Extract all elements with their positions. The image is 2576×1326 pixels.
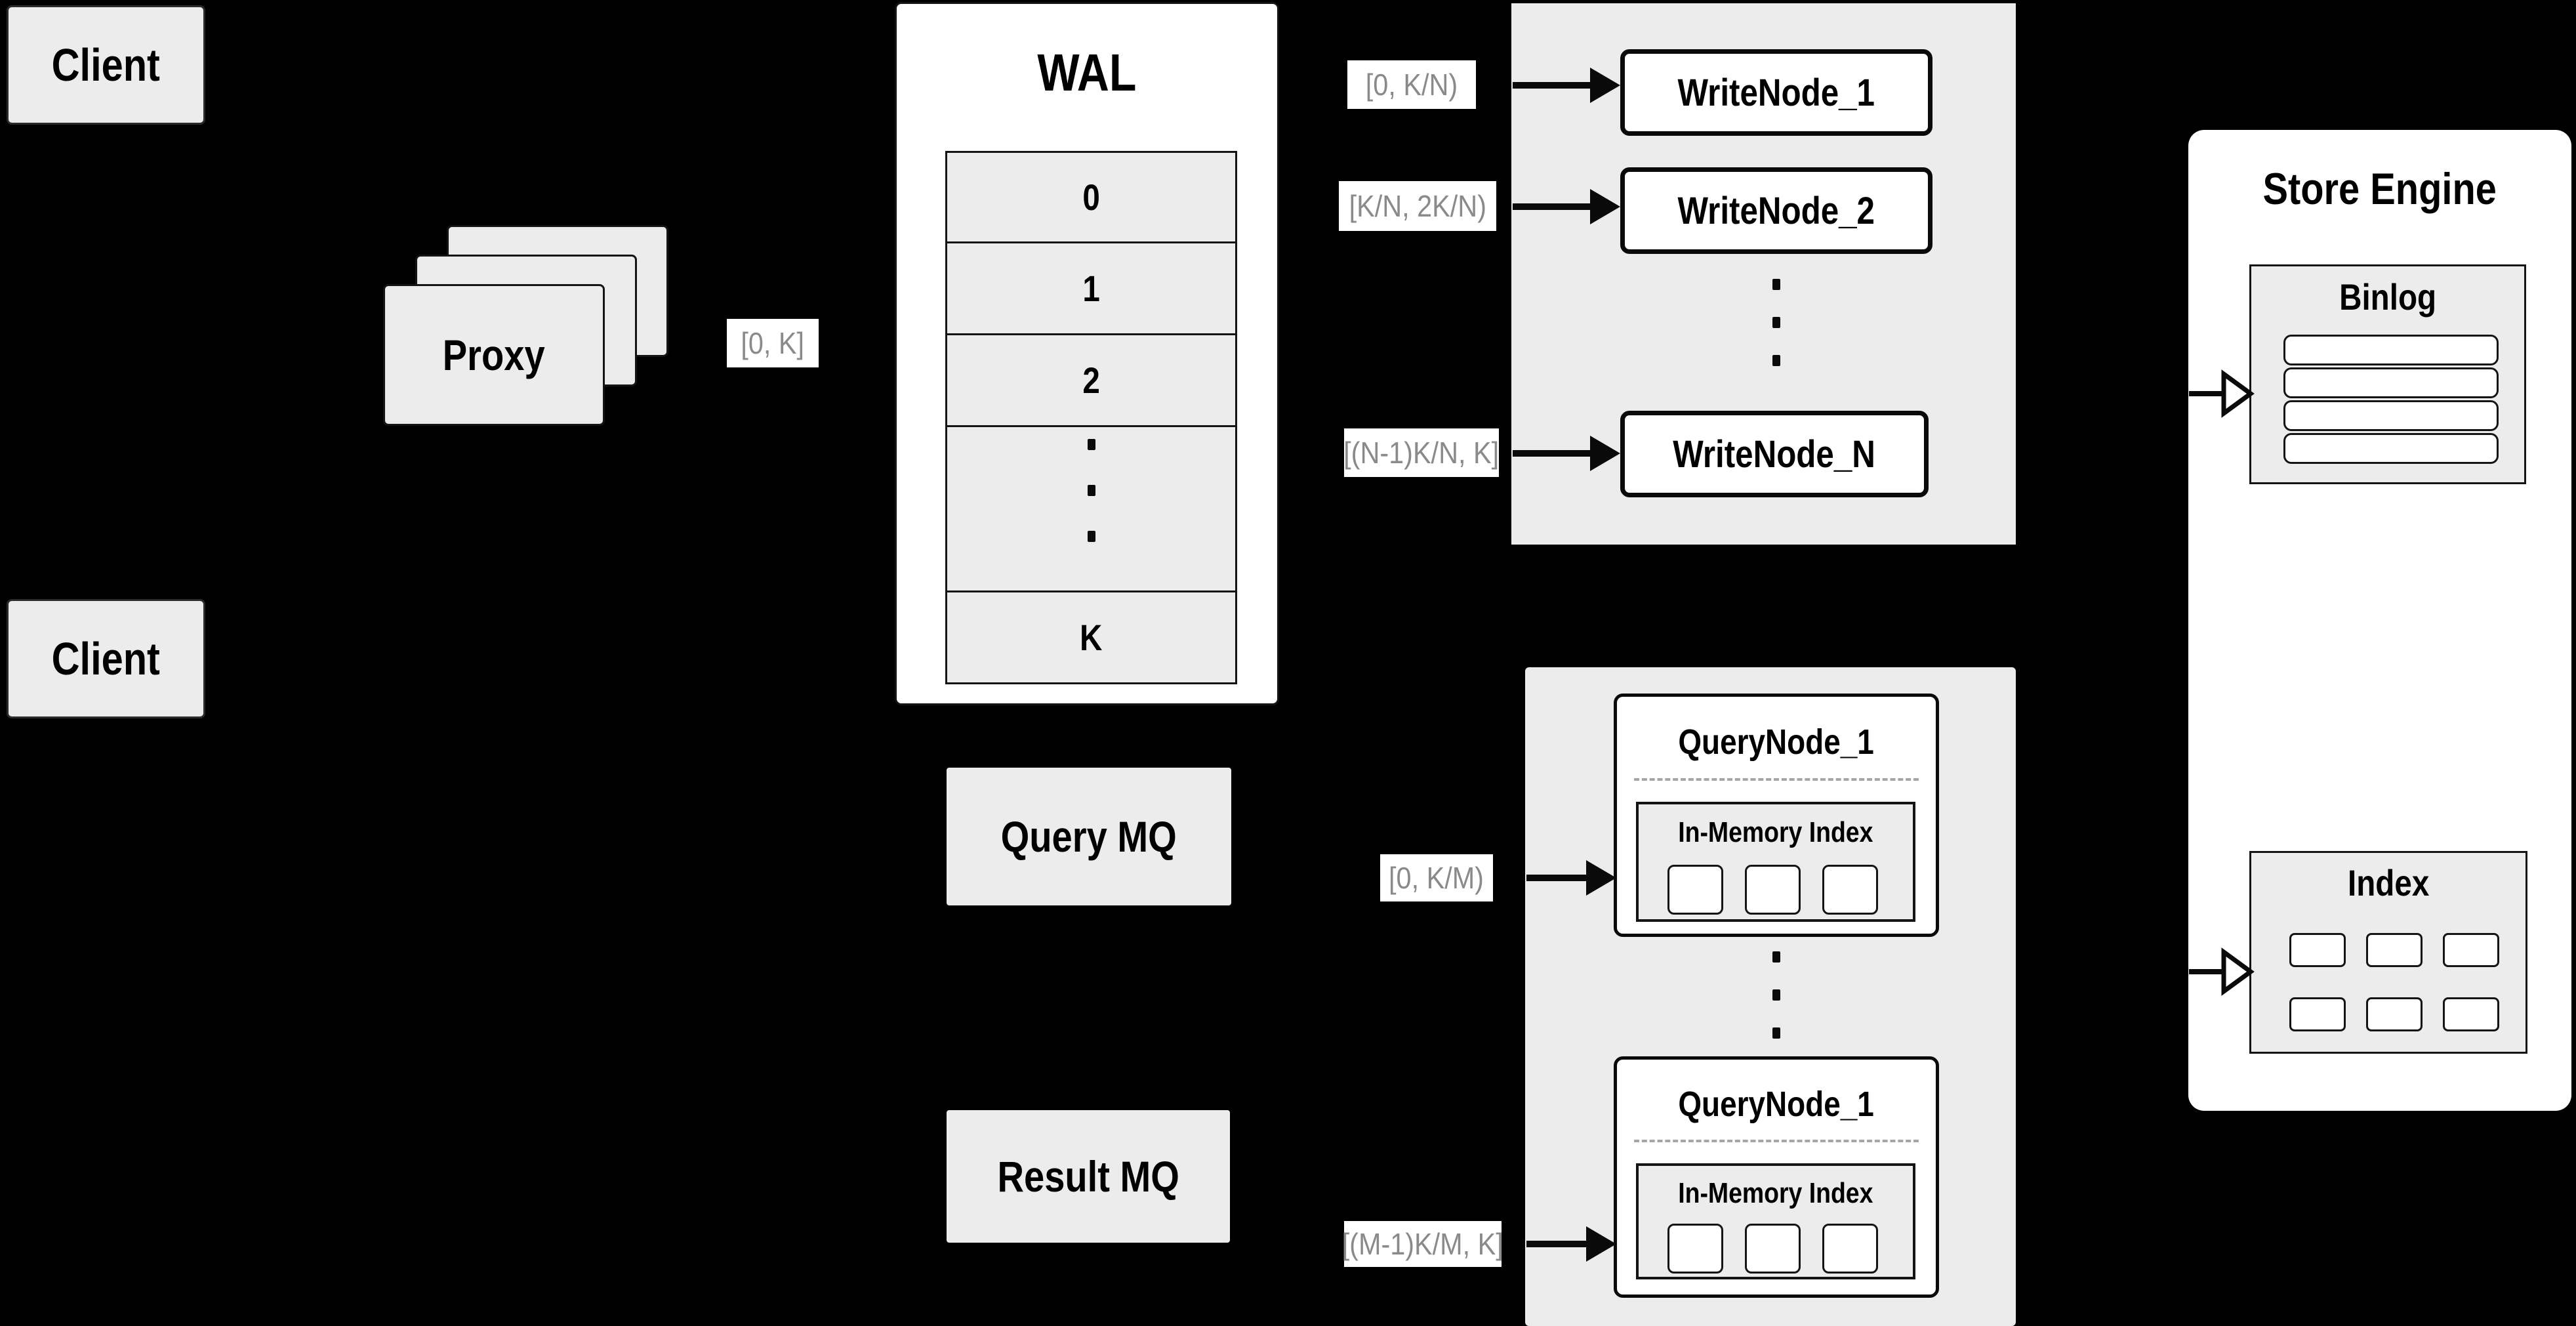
binlog-title: Binlog xyxy=(2339,276,2437,318)
index-box: Index xyxy=(2249,851,2527,1054)
range-label-query-top: [0, K/M) xyxy=(1380,854,1493,901)
query-node-bottom-box: QueryNode_1 In-Memory Index xyxy=(1614,1056,1939,1298)
client-top-label: Client xyxy=(51,39,161,91)
binlog-segment-row xyxy=(2283,400,2499,431)
query-mq-box: Query MQ xyxy=(947,768,1231,905)
in-memory-index-bottom: In-Memory Index xyxy=(1636,1163,1915,1279)
write-group-vertical-ellipsis xyxy=(1772,279,1780,371)
client-box-bottom: Client xyxy=(7,599,205,718)
in-memory-index-top: In-Memory Index xyxy=(1636,802,1915,922)
write-node-2-box: WriteNode_2 xyxy=(1620,167,1932,254)
binlog-segment-row xyxy=(2283,433,2499,464)
arrow-to-querynode-top xyxy=(1526,860,1616,896)
write-node-1-box: WriteNode_1 xyxy=(1620,49,1932,136)
query-node-bottom-title: QueryNode_1 xyxy=(1678,1085,1875,1124)
range-label-write-2: [K/N, 2K/N) xyxy=(1339,181,1496,231)
index-segment-cell xyxy=(2366,933,2423,967)
wal-row-ellipsis xyxy=(947,427,1235,592)
proxy-card-front: Proxy xyxy=(383,284,605,426)
index-segment-cell xyxy=(2443,933,2499,967)
index-segment-cell xyxy=(2366,997,2423,1031)
wal-title: WAL xyxy=(1037,43,1137,102)
client-bottom-label: Client xyxy=(51,633,161,684)
range-label-proxy-to-wal: [0, K] xyxy=(727,319,819,367)
wal-segment-table: 0 1 2 K xyxy=(945,151,1237,684)
memory-segment-cell xyxy=(1745,1224,1801,1274)
query-node-top-divider xyxy=(1634,778,1919,781)
arrow-to-writenode-n xyxy=(1513,436,1620,471)
wal-row-2: 2 xyxy=(947,335,1235,427)
index-segment-cell xyxy=(2289,997,2346,1031)
range-label-query-bottom: [(M-1)K/M, K] xyxy=(1342,1221,1503,1267)
client-box-top: Client xyxy=(7,5,205,125)
store-engine-panel: Store Engine Binlog Index xyxy=(2188,130,2571,1111)
arrow-to-binlog xyxy=(2189,369,2255,418)
vertical-ellipsis-dot xyxy=(1088,531,1095,542)
query-node-top-title: QueryNode_1 xyxy=(1678,722,1875,762)
write-node-n-box: WriteNode_N xyxy=(1620,411,1929,497)
query-node-bottom-divider xyxy=(1634,1140,1919,1142)
in-memory-index-bottom-title: In-Memory Index xyxy=(1678,1177,1873,1209)
arrow-to-querynode-bottom xyxy=(1526,1226,1616,1262)
vertical-ellipsis-dot xyxy=(1088,439,1095,450)
query-node-top-box: QueryNode_1 In-Memory Index xyxy=(1614,694,1939,937)
in-memory-index-top-title: In-Memory Index xyxy=(1678,816,1873,848)
binlog-box: Binlog xyxy=(2249,264,2526,484)
store-engine-title: Store Engine xyxy=(2262,164,2497,214)
arrow-to-index xyxy=(2189,947,2255,996)
range-label-write-n: [(N-1)K/N, K] xyxy=(1344,428,1499,477)
query-group-vertical-ellipsis xyxy=(1772,951,1780,1043)
arrow-to-writenode-1 xyxy=(1513,68,1620,103)
index-title: Index xyxy=(2347,861,2430,903)
proxy-label: Proxy xyxy=(443,331,545,379)
range-label-write-1: [0, K/N) xyxy=(1347,60,1476,109)
index-segment-cell xyxy=(2289,933,2346,967)
wal-row-0: 0 xyxy=(947,153,1235,243)
binlog-segment-row xyxy=(2283,367,2499,398)
arrow-to-writenode-2 xyxy=(1513,189,1620,224)
wal-row-1: 1 xyxy=(947,243,1235,335)
memory-segment-cell xyxy=(1667,865,1723,915)
memory-segment-cell xyxy=(1822,1224,1878,1274)
result-mq-box: Result MQ xyxy=(947,1110,1230,1243)
wal-panel: WAL 0 1 2 K xyxy=(895,2,1279,705)
memory-segment-cell xyxy=(1667,1224,1723,1274)
memory-segment-cell xyxy=(1745,865,1801,915)
memory-segment-cell xyxy=(1822,865,1878,915)
wal-row-k: K xyxy=(947,592,1235,682)
vertical-ellipsis-dot xyxy=(1088,485,1095,496)
binlog-segment-row xyxy=(2283,335,2499,365)
index-segment-cell xyxy=(2443,997,2499,1031)
